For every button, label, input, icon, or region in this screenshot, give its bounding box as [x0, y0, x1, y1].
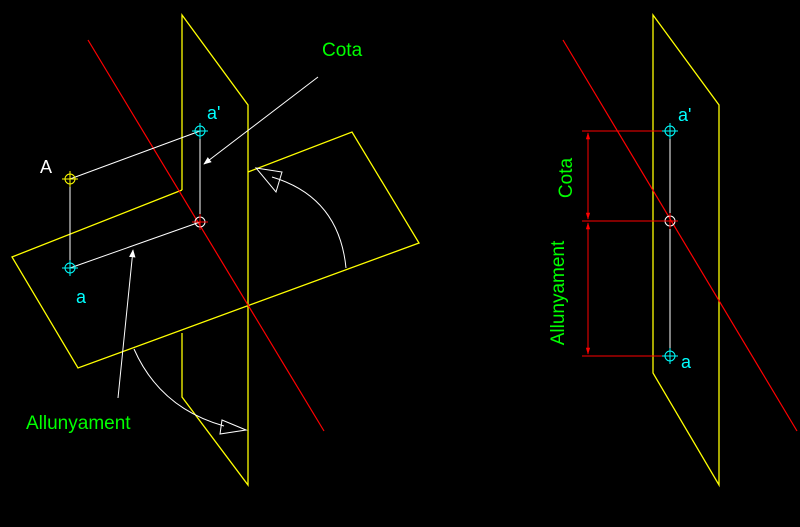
point-A-marker — [62, 171, 78, 187]
rotation-arrowhead-upper — [254, 167, 283, 194]
projector-a-to-ground — [69, 221, 201, 269]
point-ground-marker — [192, 214, 208, 230]
rotation-arc-lower — [133, 348, 225, 427]
red-line — [87, 39, 325, 432]
allunyament-leader — [117, 249, 136, 399]
right-label-allunyament: Allunyament — [548, 240, 569, 345]
right-point-a-prime-marker — [662, 123, 678, 139]
right-point-a-marker — [662, 348, 678, 364]
label-a-prime: a' — [207, 103, 220, 123]
right-label-cota: Cota — [556, 158, 577, 199]
label-A: A — [40, 157, 52, 177]
point-a-prime-marker — [192, 123, 208, 139]
rotation-arrowhead-lower — [219, 419, 248, 435]
vertical-plane-upper — [181, 13, 249, 190]
right-view: a' a Cota Allunyament — [548, 13, 798, 488]
left-view: A a' a Cota Allunyament — [11, 13, 420, 487]
point-a-marker — [62, 260, 78, 276]
rotation-arc-upper — [271, 176, 347, 269]
right-label-a: a — [681, 352, 692, 372]
label-a: a — [76, 287, 87, 307]
right-red-line — [562, 39, 798, 432]
right-point-ground-marker — [662, 213, 678, 229]
right-plane — [652, 13, 720, 488]
vertical-plane-lower — [181, 160, 249, 487]
right-label-a-prime: a' — [678, 105, 691, 125]
horizontal-plane — [11, 131, 420, 369]
label-cota: Cota — [322, 40, 363, 61]
cota-leader — [203, 76, 319, 165]
projector-A-to-a-prime — [69, 130, 201, 180]
label-allunyament: Allunyament — [26, 413, 131, 434]
